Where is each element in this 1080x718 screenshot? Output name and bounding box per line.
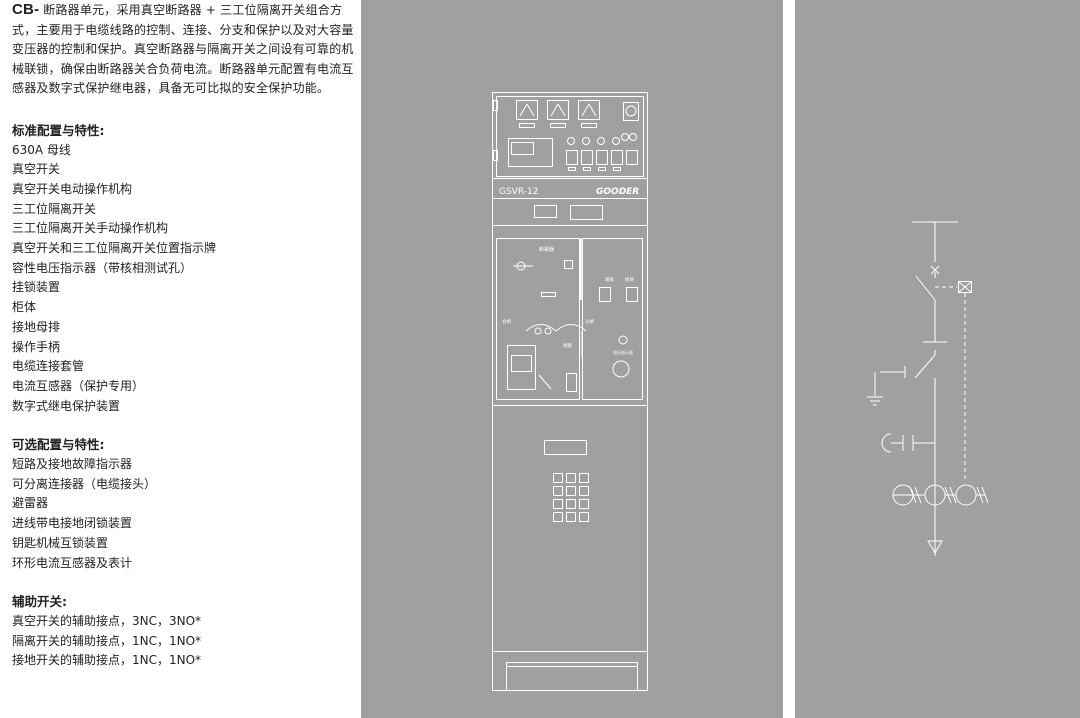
list-item: 隔离开关的辅助接点，1NC，1NO* bbox=[12, 633, 202, 648]
intro-paragraph: CB- 断路器单元，采用真空断路器 + 三工位隔离开关组合方式，主要用于电缆线路… bbox=[12, 0, 356, 99]
list-item: 三工位隔离开关手动操作机构 bbox=[12, 221, 169, 236]
meter-icon bbox=[578, 100, 600, 128]
cabinet-base bbox=[506, 662, 638, 691]
optional-config-section: 可选配置与特性: 短路及接地故障指示器可分离连接器（电缆接头） 避雷器进线带电接地… bbox=[12, 435, 356, 573]
list-item: 接地开关的辅助接点，1NC，1NO* bbox=[12, 653, 202, 668]
operation-socket bbox=[612, 360, 630, 378]
description-column: CB- 断路器单元，采用真空断路器 + 三工位隔离开关组合方式，主要用于电缆线路… bbox=[12, 0, 356, 671]
list-item: 电流互感器（保护专用） bbox=[12, 379, 145, 393]
optional-config-list: 短路及接地故障指示器可分离连接器（电缆接头） 避雷器进线带电接地闭锁装置钥匙机械互… bbox=[12, 455, 356, 573]
list-item: 电缆连接套管 bbox=[12, 359, 85, 374]
list-item: 钥匙机械互锁装置 bbox=[12, 535, 109, 550]
breaker-indicator bbox=[507, 345, 536, 390]
key-lock-icon bbox=[570, 205, 603, 220]
nameplate bbox=[544, 440, 587, 455]
interlock-icon bbox=[958, 281, 972, 293]
instrument-panel bbox=[496, 96, 644, 177]
aux-switch-list: 真空开关的辅助接点，3NC，3NO* 隔离开关的辅助接点，1NC，1NO* 接地开关… bbox=[12, 612, 356, 671]
warning-sign-icon bbox=[623, 102, 639, 121]
list-item: 容性电压指示器（带核相测试孔） bbox=[12, 260, 193, 275]
list-item: 真空开关的辅助接点，3NC，3NO* bbox=[12, 613, 202, 628]
list-item: 进线带电接地闭锁装置 bbox=[12, 516, 133, 531]
energy-label: 储能 bbox=[563, 342, 572, 349]
breaker-label: 断路器 bbox=[539, 246, 554, 253]
meter-icon bbox=[547, 100, 569, 128]
list-item: 柜体 bbox=[12, 300, 37, 315]
section-title: 可选配置与特性: bbox=[12, 437, 105, 453]
cabinet-drawing-panel: GSVR-12 GOODER 断路器 隔离 接地 合闸 分闸 储能 电压指示器 bbox=[361, 0, 783, 718]
list-item: 630A 母线 bbox=[12, 142, 71, 157]
single-line-diagram bbox=[867, 221, 989, 556]
section-title: 辅助开关: bbox=[12, 594, 67, 610]
list-item: 数字式继电保护装置 bbox=[12, 398, 121, 413]
aux-switch-section: 辅助开关: 真空开关的辅助接点，3NC，3NO* 隔离开关的辅助接点，1NC，1N… bbox=[12, 592, 356, 671]
list-item: 避雷器 bbox=[12, 496, 49, 511]
single-line-diagram-panel bbox=[795, 0, 1080, 718]
list-item: 真空开关 bbox=[12, 162, 61, 177]
list-item: 短路及接地故障指示器 bbox=[12, 457, 133, 471]
relay-display bbox=[508, 138, 553, 167]
list-item: 可分离连接器（电缆接头） bbox=[12, 476, 157, 491]
indicator-label: 电压指示器 bbox=[613, 349, 633, 355]
closed-label: 合闸 bbox=[502, 318, 511, 325]
list-item: 真空开关和三工位隔离开关位置指示牌 bbox=[12, 241, 217, 256]
intro-text: 断路器单元，采用真空断路器 + 三工位隔离开关组合方式，主要用于电缆线路的控制、… bbox=[12, 3, 354, 96]
disconnector-symbol bbox=[914, 354, 936, 379]
open-label: 分闸 bbox=[585, 318, 594, 325]
model-label: GSVR-12 bbox=[499, 187, 538, 197]
list-item: 真空开关电动操作机构 bbox=[12, 181, 133, 196]
list-item: 接地母排 bbox=[12, 319, 61, 334]
list-item: 挂锁装置 bbox=[12, 280, 61, 295]
ct-icon bbox=[955, 484, 977, 506]
meter-icon bbox=[516, 100, 538, 128]
brand-logo: GOODER bbox=[596, 187, 639, 197]
vent-grid bbox=[553, 473, 589, 522]
list-item: 三工位隔离开关 bbox=[12, 201, 97, 216]
cabinet-drawing: GSVR-12 GOODER 断路器 隔离 接地 合闸 分闸 储能 电压指示器 bbox=[492, 92, 648, 691]
list-item: 环形电流互感器及表计 bbox=[12, 555, 133, 570]
earthing-label: 接地 bbox=[625, 276, 634, 283]
voltage-indicator bbox=[618, 335, 628, 345]
list-item: 操作手柄 bbox=[12, 339, 61, 354]
intro-lead: CB- bbox=[12, 1, 40, 18]
standard-config-section: 标准配置与特性: 630A 母线真空开关真空开关电动操作机构三工位隔离开关三工位… bbox=[12, 121, 356, 416]
breaker-contact bbox=[915, 275, 936, 301]
standard-config-list: 630A 母线真空开关真空开关电动操作机构三工位隔离开关三工位隔离开关手动操作机… bbox=[12, 141, 356, 417]
capacitor-icon bbox=[881, 433, 892, 453]
isolate-label: 隔离 bbox=[605, 276, 614, 283]
section-title: 标准配置与特性: bbox=[12, 122, 105, 138]
